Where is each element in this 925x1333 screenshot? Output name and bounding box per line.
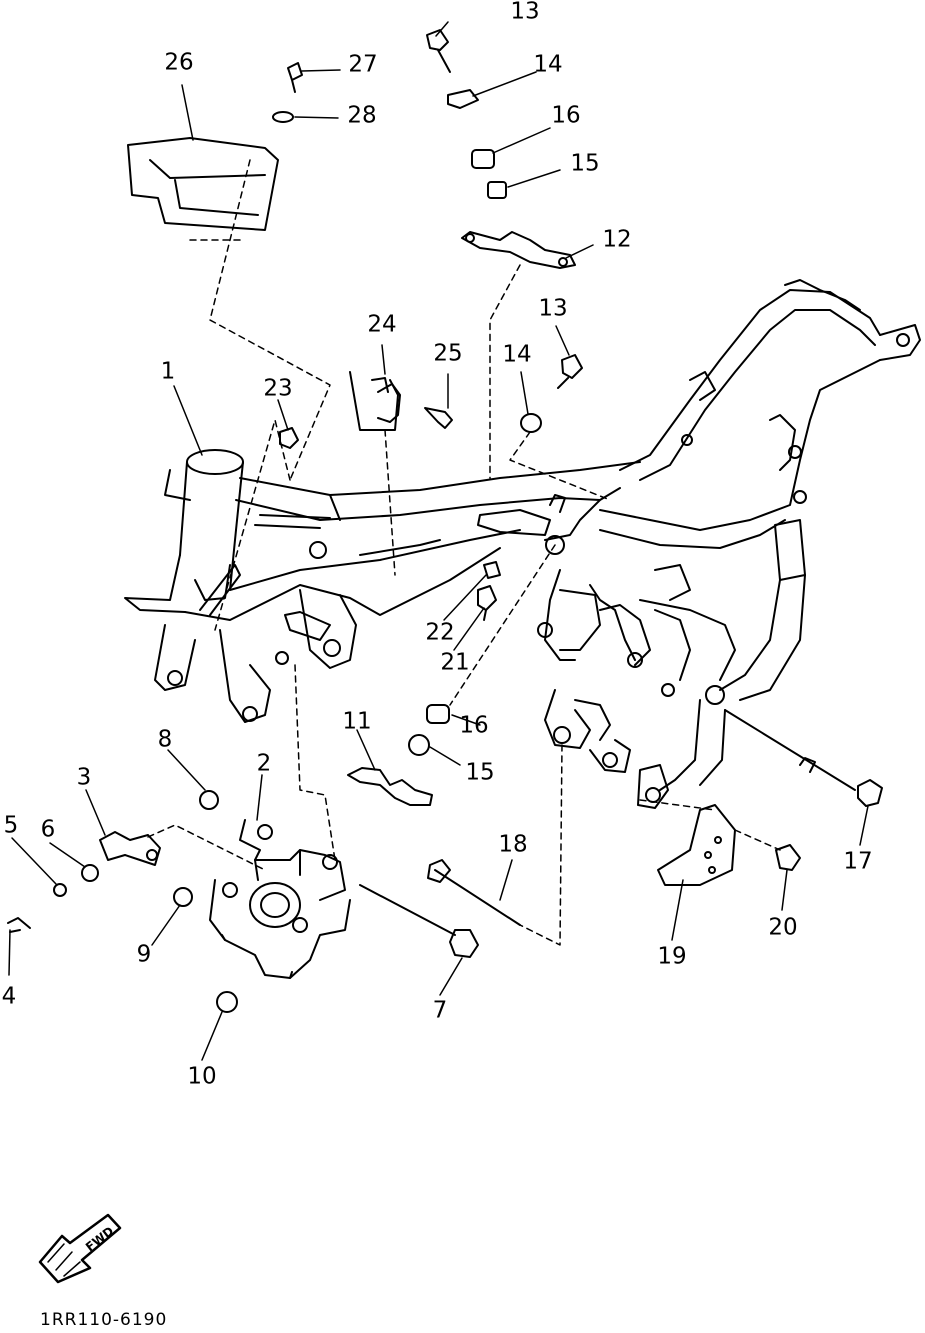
upper-small-parts bbox=[128, 30, 800, 885]
part-label-19: 19 bbox=[657, 943, 687, 970]
part-label-22: 22 bbox=[425, 619, 455, 646]
engine-bracket-assembly bbox=[8, 791, 520, 1012]
part-label-13-top: 13 bbox=[510, 0, 540, 25]
part-label-6: 6 bbox=[40, 816, 56, 843]
part-label-7: 7 bbox=[432, 997, 448, 1024]
main-frame bbox=[125, 280, 920, 808]
part-label-5: 5 bbox=[3, 812, 19, 839]
part-label-14-mid: 14 bbox=[502, 341, 532, 368]
part-label-14-top: 14 bbox=[533, 51, 563, 78]
fwd-arrow bbox=[40, 1215, 120, 1282]
part-label-17: 17 bbox=[843, 848, 873, 875]
part-label-15-mid: 15 bbox=[465, 759, 495, 786]
part-label-9: 9 bbox=[136, 941, 152, 968]
part-label-21: 21 bbox=[440, 649, 470, 676]
part-label-26: 26 bbox=[164, 49, 194, 76]
part-label-10: 10 bbox=[187, 1063, 217, 1090]
part-label-20: 20 bbox=[768, 914, 798, 941]
leader-lines bbox=[9, 22, 868, 1060]
part-label-11: 11 bbox=[342, 708, 372, 735]
part-label-4: 4 bbox=[1, 983, 17, 1010]
document-code: 1RR110-6190 bbox=[40, 1310, 168, 1330]
part-label-27: 27 bbox=[348, 51, 378, 78]
part-label-13-mid: 13 bbox=[538, 295, 568, 322]
part-label-16-top: 16 bbox=[551, 102, 581, 129]
part-label-25: 25 bbox=[433, 340, 463, 367]
part-label-24: 24 bbox=[367, 311, 397, 338]
part-label-2: 2 bbox=[256, 750, 272, 777]
part-label-18: 18 bbox=[498, 831, 528, 858]
part-label-28: 28 bbox=[347, 102, 377, 129]
part-label-1: 1 bbox=[160, 358, 176, 385]
part-label-23: 23 bbox=[263, 375, 293, 402]
part-label-3: 3 bbox=[76, 764, 92, 791]
part-label-8: 8 bbox=[157, 726, 173, 753]
part-label-12: 12 bbox=[602, 226, 632, 253]
part-label-15-top: 15 bbox=[570, 150, 600, 177]
part-label-16-mid: 16 bbox=[459, 712, 489, 739]
